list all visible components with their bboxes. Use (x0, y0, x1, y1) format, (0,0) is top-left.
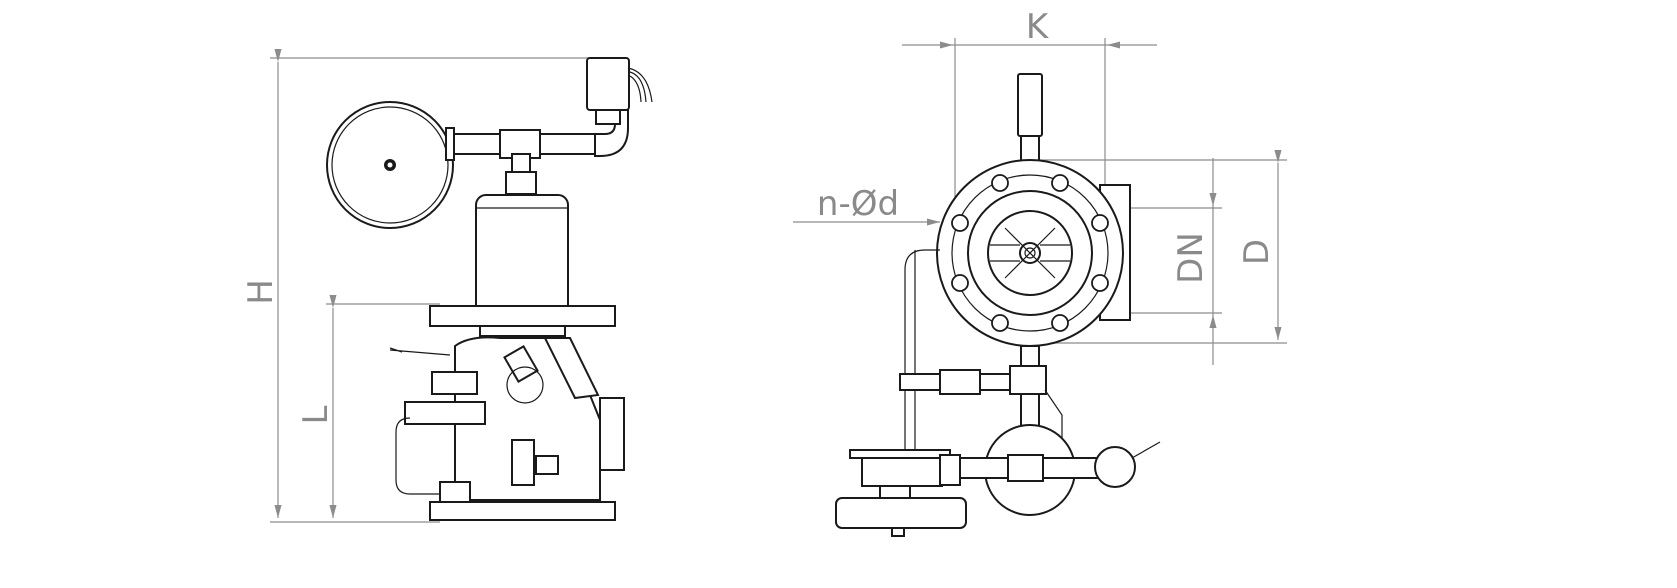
dimension-h: H (241, 48, 590, 523)
solenoid-valve (586, 57, 653, 125)
label-k: K (1026, 7, 1050, 47)
dimension-dn: DN (1100, 158, 1222, 365)
label-h: H (241, 279, 281, 305)
label-l: L (296, 405, 336, 424)
label-n-d: n-Ød (817, 184, 899, 224)
label-d: D (1237, 239, 1277, 265)
pressure-gauge (326, 101, 454, 229)
dimension-k: K (902, 7, 1157, 230)
side-view: H L (241, 48, 653, 523)
dimension-l: L (296, 294, 440, 518)
dimension-d: D (1030, 149, 1287, 344)
dimension-n-d: n-Ød (793, 184, 940, 226)
flange (936, 159, 1124, 347)
label-dn: DN (1171, 232, 1211, 284)
front-view: K n-Ød DN D (793, 7, 1287, 537)
